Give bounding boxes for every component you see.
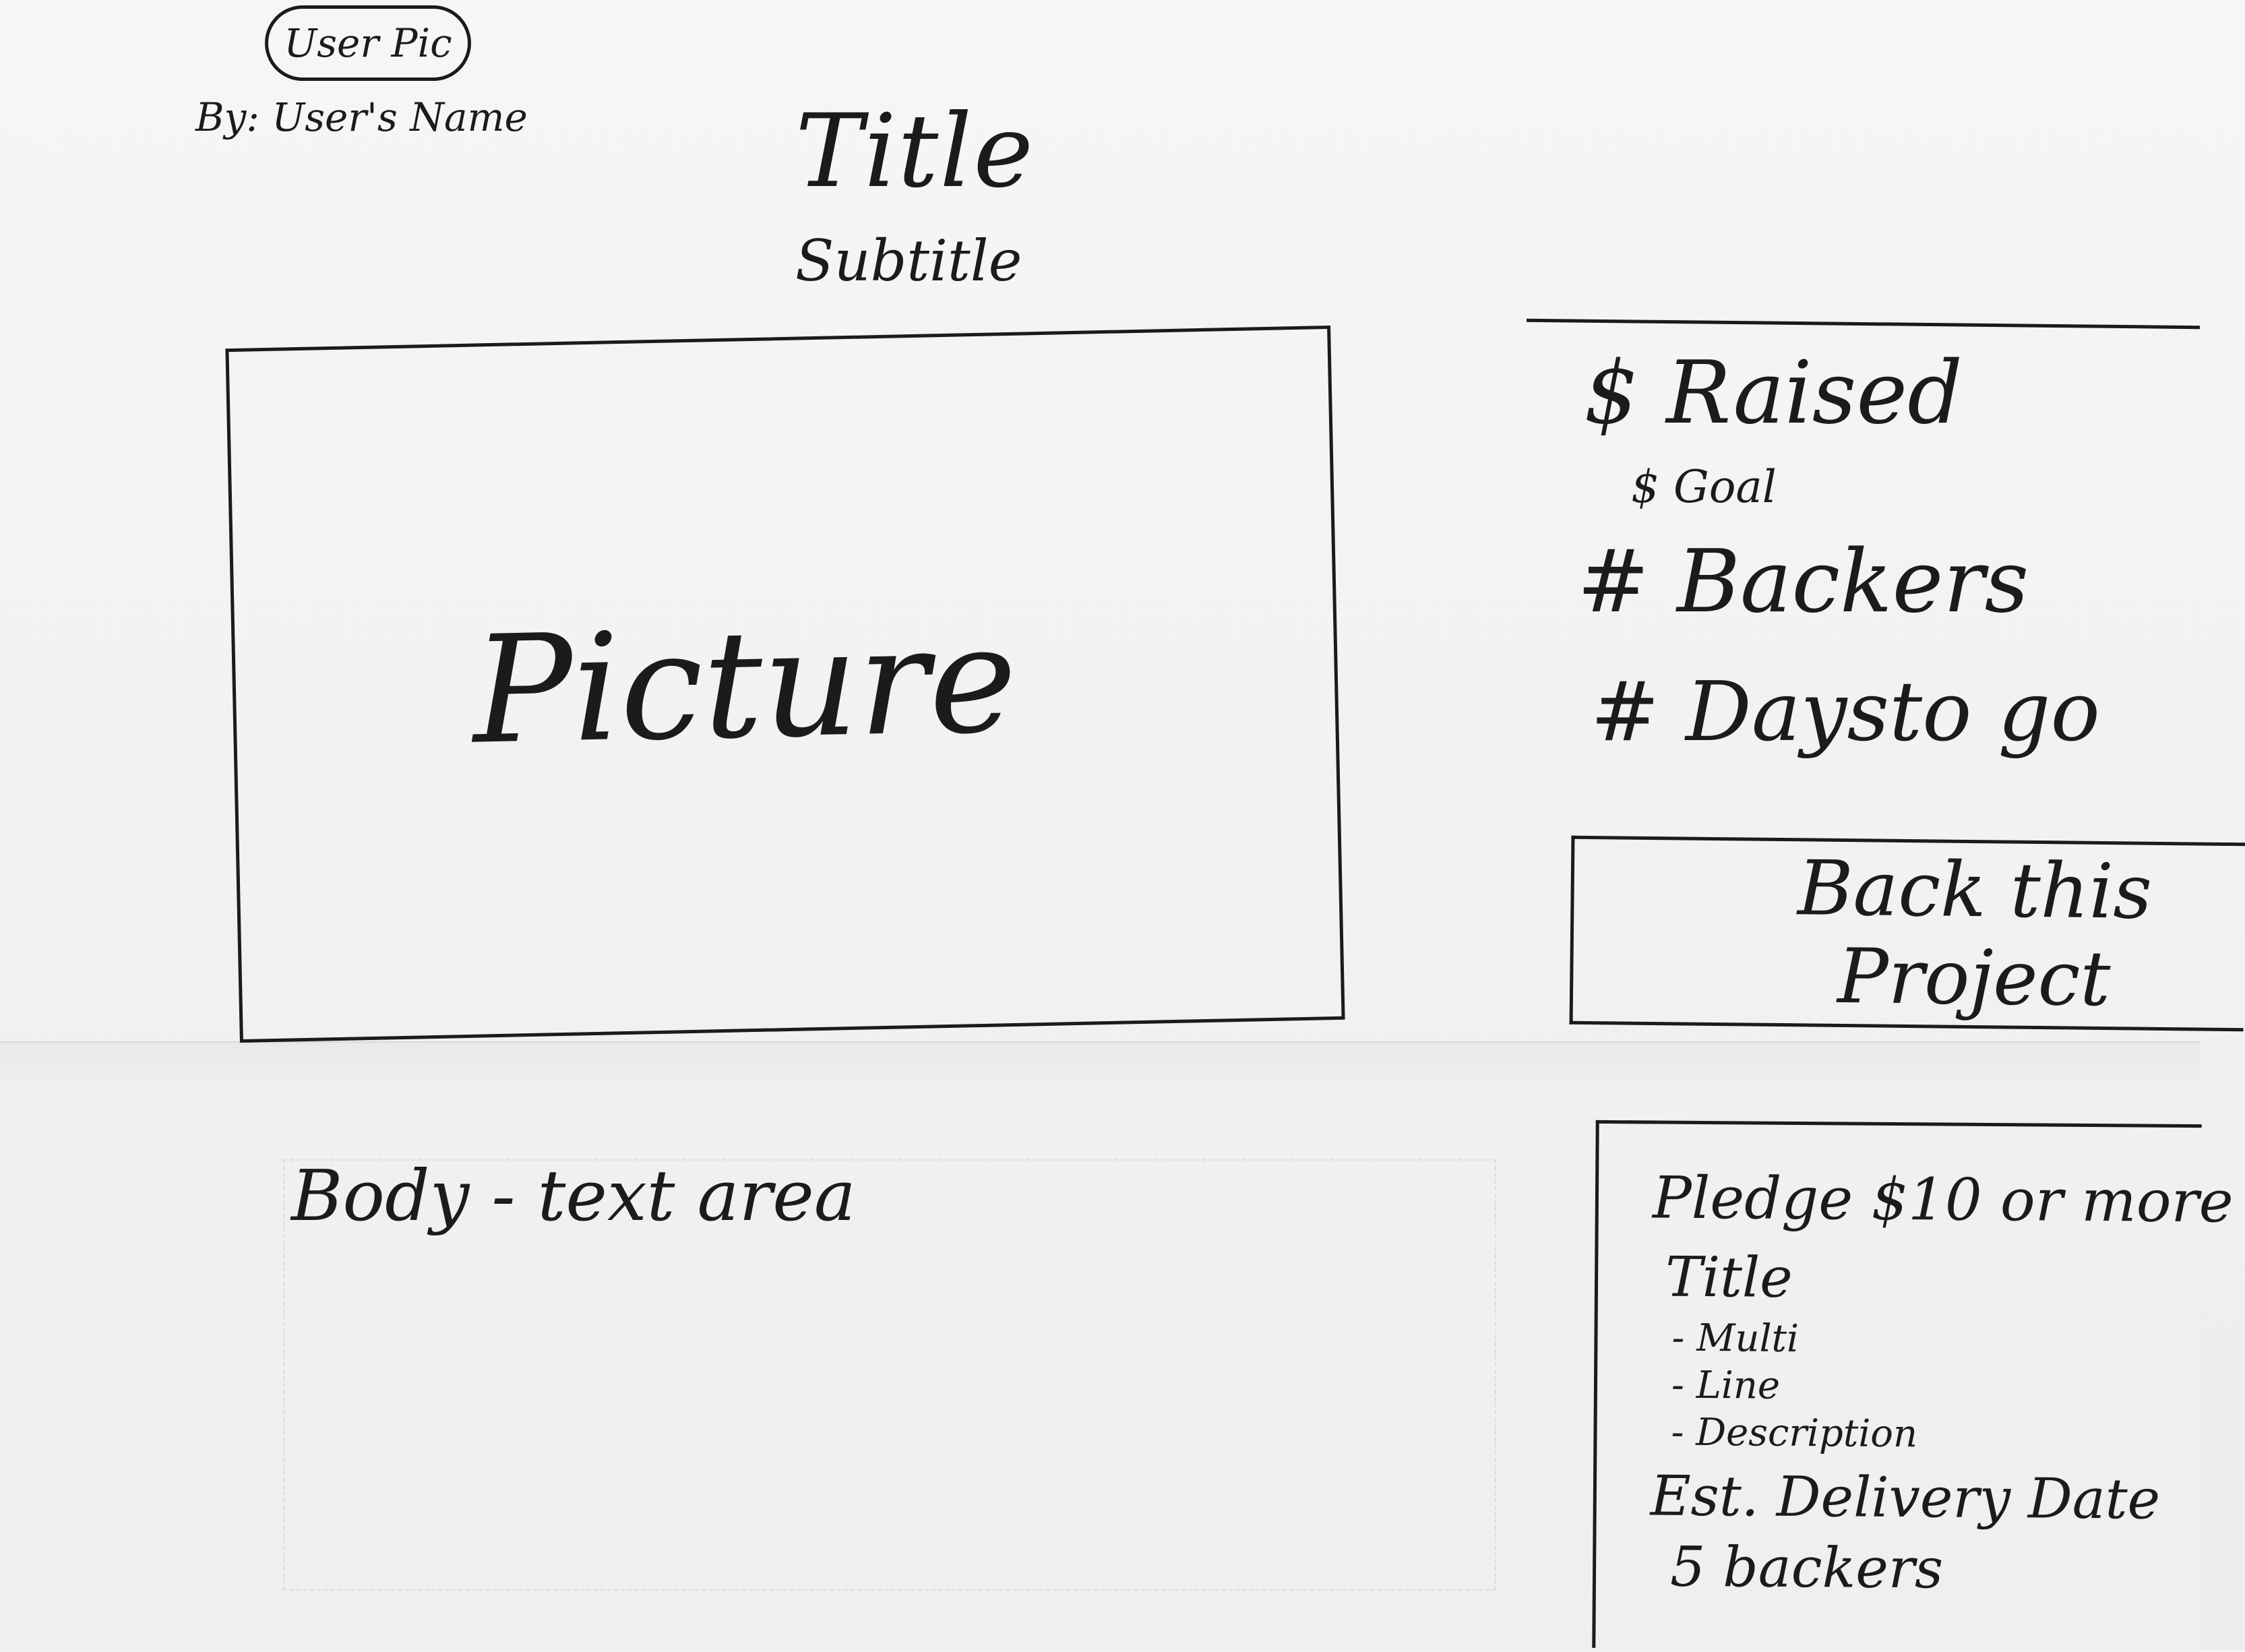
project-subtitle: Subtitle [795, 228, 1022, 294]
user-avatar[interactable]: User Pic [265, 5, 471, 81]
project-title: Title [795, 93, 1035, 210]
reward-card[interactable]: Pledge $10 or more Title - Multi - Line … [1592, 1120, 2234, 1652]
avatar-label: User Pic [284, 20, 452, 66]
reward-backer-count: 5 backers [1669, 1535, 1944, 1601]
reward-pledge-amount: Pledge $10 or more [1652, 1164, 2234, 1236]
days-to-go: # Daysto go [1591, 664, 2100, 760]
funding-goal: $ Goal [1631, 461, 1777, 513]
backer-count: # Backers [1577, 532, 2029, 632]
back-this-project-button[interactable]: Back this Project [1569, 835, 2245, 1032]
paper-fold [0, 1041, 2200, 1651]
body-text-area-label: Body - text area [291, 1155, 856, 1237]
picture-placeholder-label: Picture [470, 592, 1019, 777]
creator-byline[interactable]: By: User's Name [195, 94, 528, 140]
stats-divider [1527, 318, 2200, 330]
body-text-area[interactable]: Body - text area [283, 1159, 1496, 1591]
reward-description-line: - Multi [1671, 1316, 1800, 1361]
reward-title: Title [1665, 1245, 1793, 1310]
project-picture[interactable]: Picture [225, 325, 1345, 1043]
reward-delivery-date: Est. Delivery Date [1650, 1464, 2161, 1532]
reward-description-line: - Description [1671, 1410, 1918, 1457]
amount-raised: $ Raised [1584, 343, 1963, 443]
reward-description-line: - Line [1671, 1363, 1781, 1408]
